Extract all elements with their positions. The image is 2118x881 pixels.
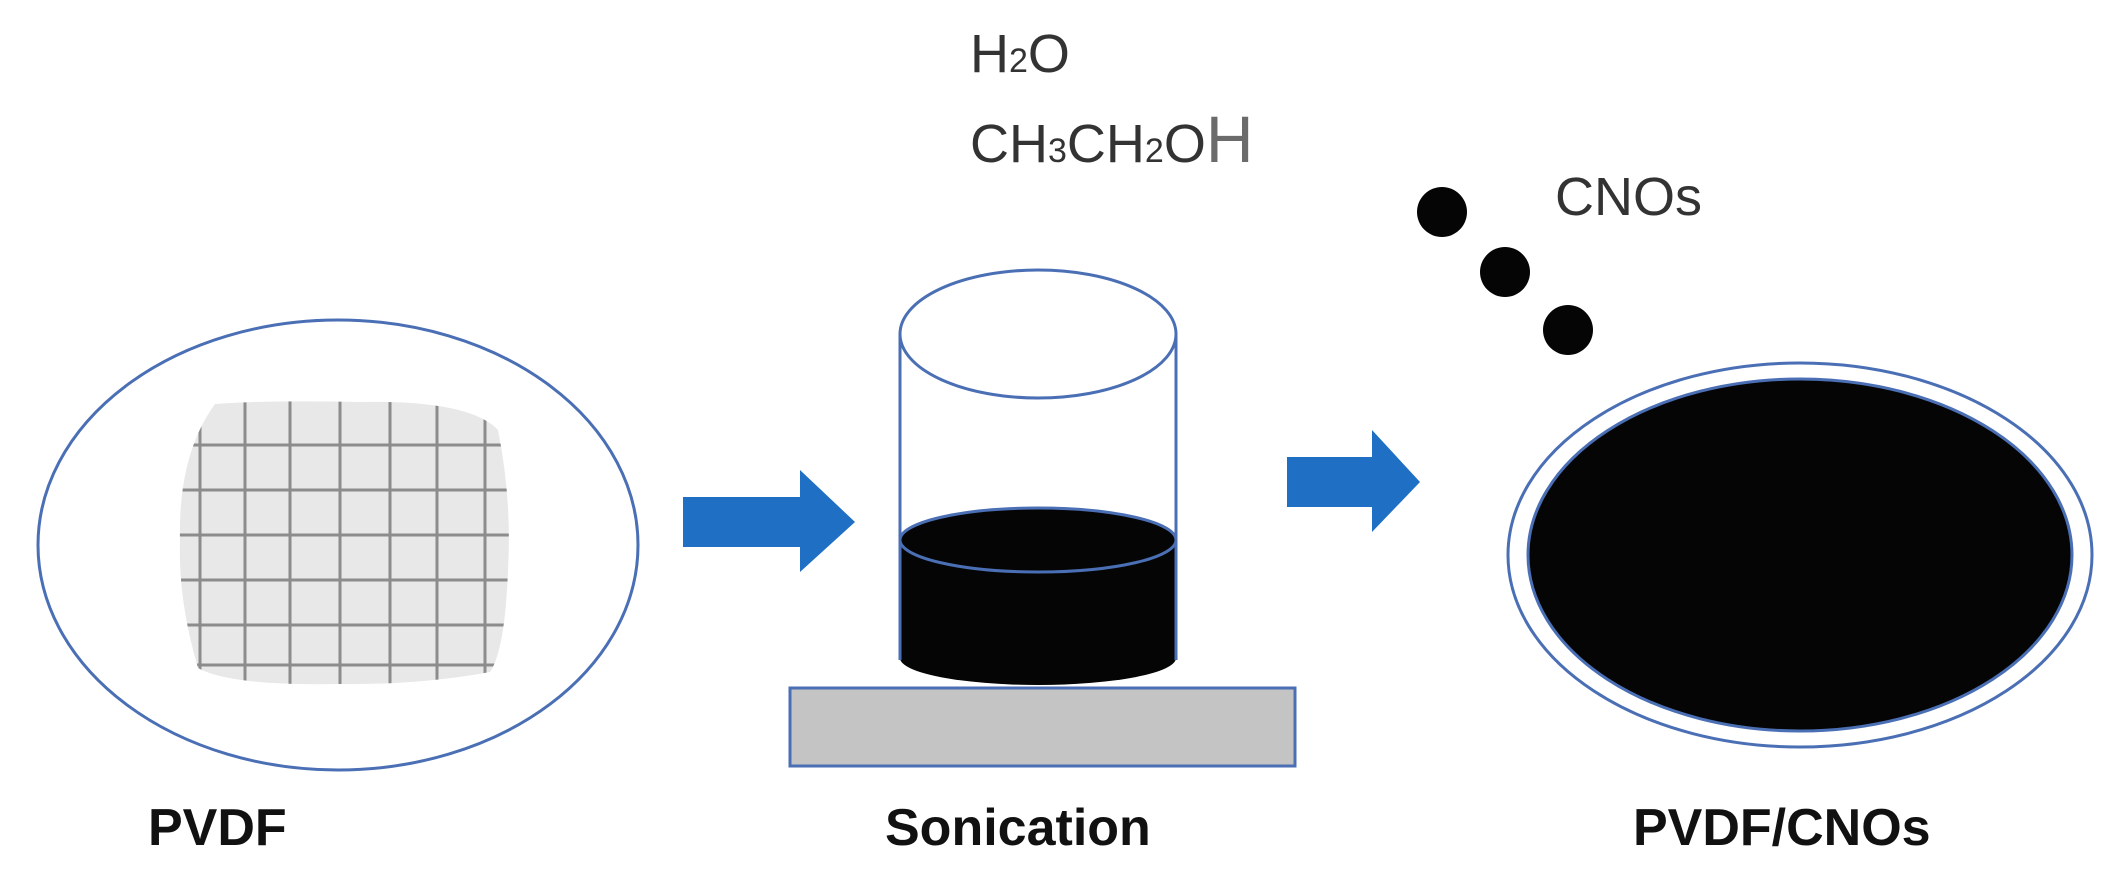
cno-particle [1480, 247, 1530, 297]
pvdf-cnos-label: PVDF/CNOs [1633, 799, 1931, 857]
cnos-particles: CNOs [1417, 167, 1702, 355]
composite-membrane [1526, 377, 2074, 733]
sonication-label: Sonication [885, 799, 1151, 857]
pvdf-cnos-stage: PVDF/CNOs [1506, 361, 2094, 857]
pvdf-stage: PVDF [36, 318, 640, 857]
cnos-label: CNOs [1555, 167, 1702, 227]
cno-particle [1417, 187, 1467, 237]
beaker-rim [898, 268, 1178, 400]
pvdf-label: PVDF [148, 799, 287, 857]
beaker-liquid [900, 540, 1176, 685]
liquid-surface [898, 506, 1178, 574]
sonicator-base [788, 686, 1297, 768]
arrow-right-2 [1287, 430, 1420, 532]
membrane-grid-lines [179, 401, 509, 685]
pvdf-membrane [179, 401, 509, 685]
water-formula: H2O [970, 24, 1070, 84]
cno-particle [1543, 305, 1593, 355]
sonication-stage: H2O CH3CH2OH Sonication [788, 24, 1297, 857]
petri-dish-outline [36, 318, 640, 772]
ethanol-formula: CH3CH2OH [970, 102, 1254, 176]
arrow-right-1 [683, 470, 855, 572]
